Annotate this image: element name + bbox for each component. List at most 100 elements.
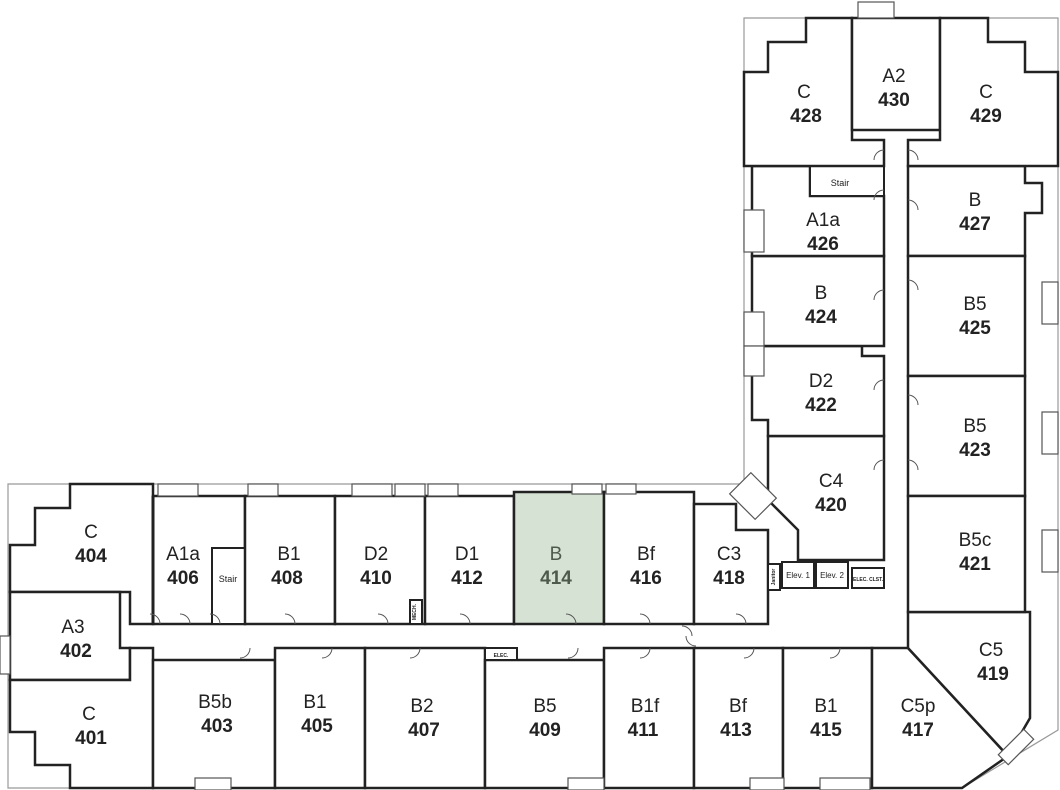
window-bay (0, 635, 11, 675)
room-417[interactable] (870, 646, 1010, 790)
room-number-label: 414 (540, 568, 572, 589)
elevator-label: Elev. 2 (820, 571, 844, 580)
room-type-label: B5 (963, 294, 986, 315)
window-bay (1041, 411, 1059, 455)
room-type-label: C (979, 82, 993, 103)
window-bay (194, 777, 232, 790)
room-type-label: B5b (198, 692, 232, 713)
stair-label: Stair (831, 178, 850, 188)
window-bay (1041, 529, 1059, 573)
room-labels: C 404 A3 402 C 401 A1a 406 B1 408 D2 410… (60, 66, 1009, 749)
room-number-label: 426 (807, 234, 839, 255)
room-type-label: D2 (364, 544, 388, 565)
room-type-label: D2 (809, 371, 833, 392)
room-type-label: B2 (410, 696, 433, 717)
room-407[interactable] (363, 646, 487, 790)
room-type-label: Bf (637, 544, 656, 565)
corridor-main (130, 624, 908, 648)
elec-room (484, 647, 518, 661)
window-bay (728, 471, 778, 521)
room-number-label: 402 (60, 641, 92, 662)
room-type-label: B1 (303, 692, 326, 713)
room-418[interactable] (692, 502, 770, 626)
room-type-label: A2 (882, 66, 905, 87)
room-type-label: B (969, 190, 982, 211)
room-429[interactable] (906, 16, 1060, 168)
room-number-label: 411 (628, 720, 659, 741)
room-411[interactable] (602, 646, 696, 790)
room-number-label: 425 (959, 318, 991, 339)
window-bay (819, 777, 871, 790)
window-bay (394, 483, 426, 497)
room-number-label: 421 (959, 554, 991, 575)
room-type-label: B1 (814, 696, 837, 717)
mech-closet (409, 599, 423, 625)
room-number-label: 415 (810, 720, 842, 741)
room-425[interactable] (906, 254, 1027, 378)
room-type-label: B1 (277, 544, 300, 565)
room-number-label: 406 (167, 568, 199, 589)
room-number-label: 405 (301, 716, 333, 737)
window-bay (743, 209, 765, 253)
window-bay (427, 483, 459, 497)
room-401[interactable] (8, 646, 155, 790)
room-type-label: C4 (819, 471, 844, 492)
room-number-label: 401 (75, 728, 107, 749)
room-number-label: 407 (408, 720, 440, 741)
room-type-label: A3 (61, 617, 84, 638)
window-bay (571, 483, 603, 495)
window-bay (743, 311, 765, 347)
room-number-label: 410 (360, 568, 392, 589)
window-bay (605, 483, 637, 495)
room-type-label: C5p (901, 696, 936, 717)
room-number-label: 428 (790, 106, 822, 127)
room-number-label: 427 (959, 214, 991, 235)
room-number-label: 423 (959, 440, 991, 461)
room-type-label: B5 (533, 696, 556, 717)
janitor-label: Janitor (771, 569, 777, 586)
room-type-label: A1a (166, 544, 200, 565)
room-type-label: C (84, 522, 98, 543)
room-number-label: 409 (529, 720, 561, 741)
room-number-label: 408 (271, 568, 303, 589)
corridor-east (884, 140, 908, 648)
window-bay (743, 345, 765, 377)
elec-closet (851, 567, 885, 589)
room-type-label: C (82, 704, 96, 725)
room-number-label: 420 (815, 495, 847, 516)
room-number-label: 419 (977, 664, 1009, 685)
utility-labels: Stair Stair Elev. 1 Elev. 2 ELEC. CLST. … (219, 178, 884, 659)
room-427[interactable] (906, 164, 1044, 258)
room-number-label: 416 (630, 568, 662, 589)
room-413[interactable] (692, 646, 785, 790)
elevator-1 (781, 561, 815, 589)
window-bay (157, 483, 199, 497)
window-bay (997, 728, 1035, 766)
room-type-label: A1a (806, 210, 840, 231)
elec-closet-label: ELEC. CLST. (853, 577, 884, 583)
janitor-closet (767, 563, 781, 591)
room-number-label: 424 (805, 307, 837, 328)
room-415[interactable] (781, 646, 874, 790)
room-number-label: 403 (201, 716, 233, 737)
elevator-2 (815, 561, 849, 589)
mech-label: MECH. (412, 603, 418, 620)
room-422[interactable] (750, 344, 886, 438)
door-swings (149, 149, 919, 659)
window-bay (567, 777, 605, 790)
room-type-label: C (797, 82, 811, 103)
room-number-label: 417 (902, 720, 934, 741)
room-type-label: B1f (631, 696, 660, 717)
room-type-label: Bf (729, 696, 748, 717)
elevator-label: Elev. 1 (786, 571, 810, 580)
stair-label: Stair (219, 574, 238, 584)
room-type-label: D1 (455, 544, 479, 565)
room-type-label: C5 (979, 640, 1003, 661)
room-number-label: 412 (451, 568, 483, 589)
window-bay (749, 777, 785, 790)
room-number-label: 418 (713, 568, 745, 589)
window-bay (247, 483, 279, 497)
room-type-label: B (815, 283, 828, 304)
room-421[interactable] (906, 494, 1027, 614)
